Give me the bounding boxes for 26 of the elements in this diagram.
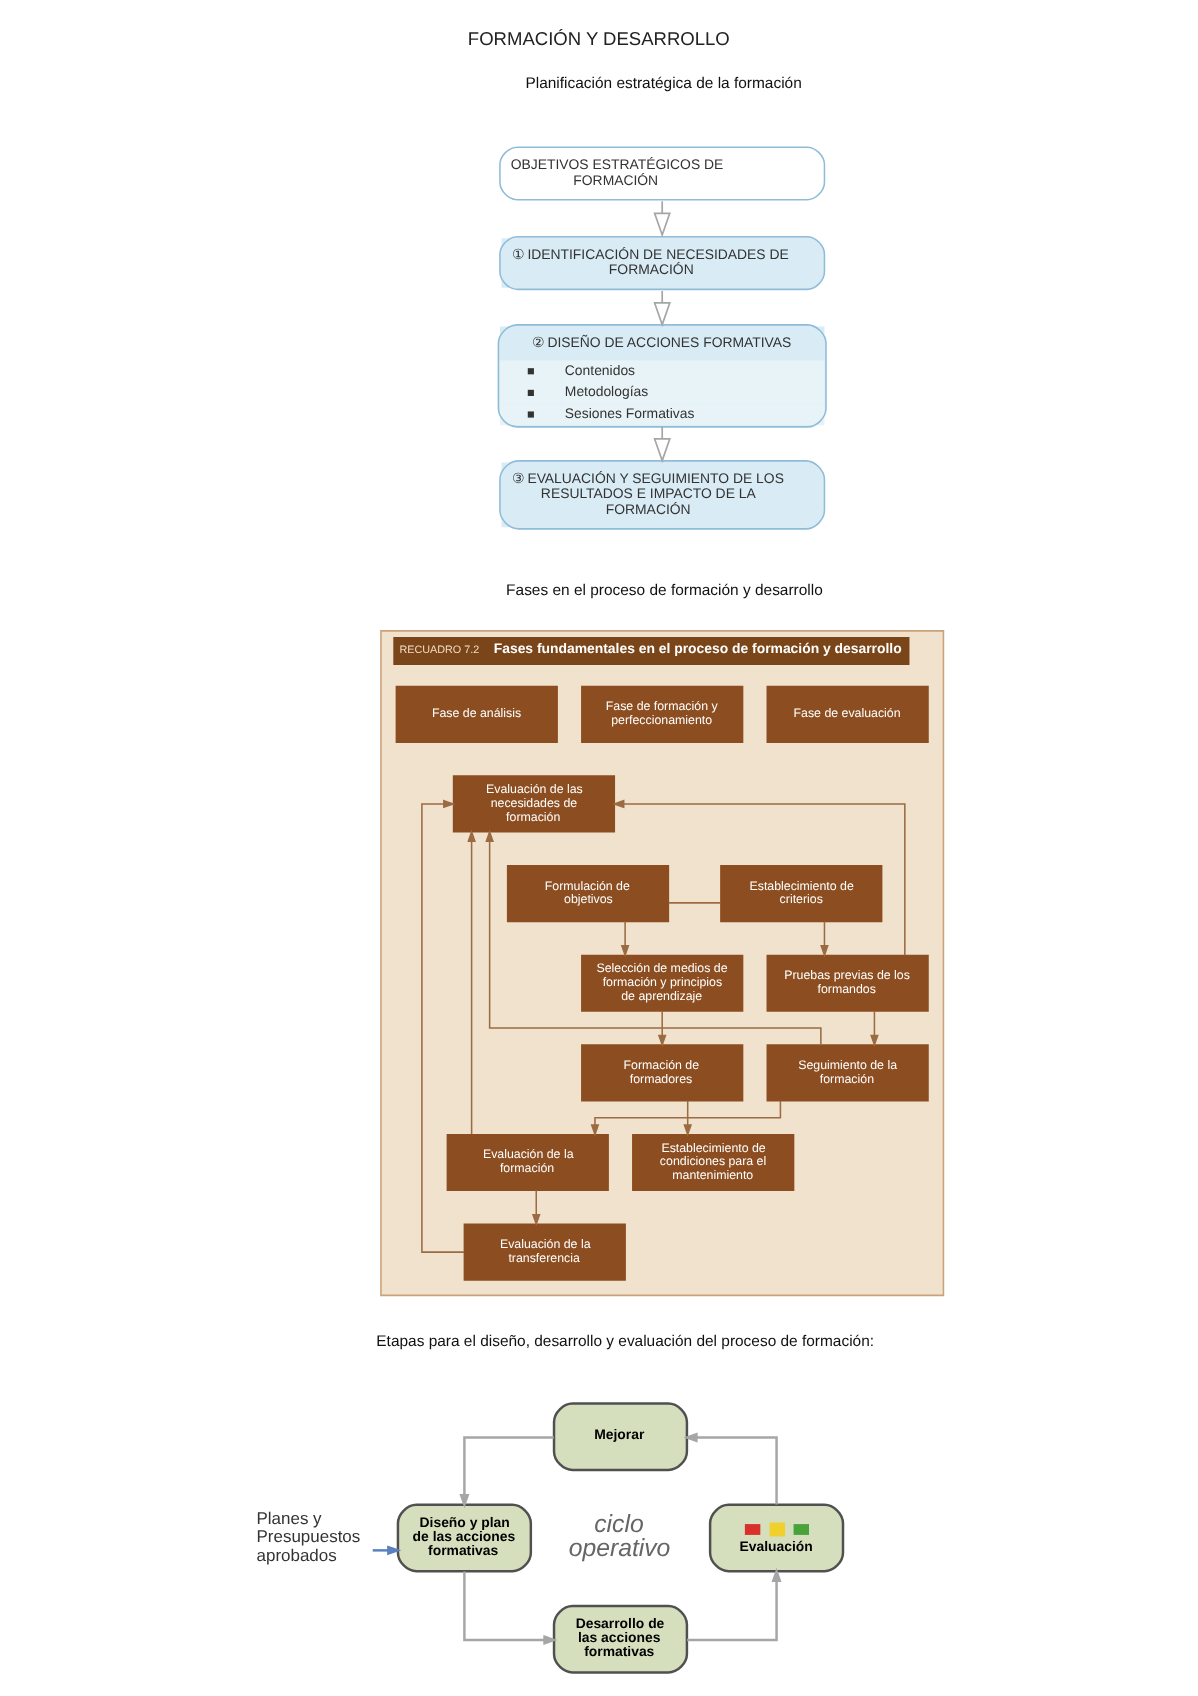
arrow (869, 1010, 878, 1048)
node-text: Planes y Presupuestos aprobados (255, 1507, 360, 1565)
connector (666, 902, 721, 904)
arrow (656, 1010, 666, 1048)
arrow (462, 1571, 557, 1645)
arrow (682, 1432, 777, 1505)
arrow (652, 200, 670, 238)
arrow (589, 1100, 781, 1137)
arrow (619, 920, 629, 958)
arrow (530, 1189, 540, 1227)
arrow (682, 1099, 692, 1137)
label: Etapas para el diseño, desarrollo y evaluación del proceso de formación: (375, 1331, 874, 1350)
arrow (420, 799, 464, 1253)
label: Planificación estratégica de la formación (524, 73, 801, 92)
arrow (652, 426, 670, 464)
label: Fases en el proceso de formación y desarrollo (505, 580, 822, 599)
arrow (611, 799, 905, 956)
arrow (819, 920, 828, 958)
arrow (686, 1567, 781, 1642)
arrow (484, 829, 821, 1046)
arrow (371, 1545, 401, 1556)
diagram-title: FORMACIÓN Y DESARROLLO (466, 28, 729, 49)
label: ciclo operativo (567, 1509, 670, 1563)
arrow (466, 829, 475, 1136)
arrow (652, 290, 670, 328)
arrow (458, 1436, 553, 1509)
